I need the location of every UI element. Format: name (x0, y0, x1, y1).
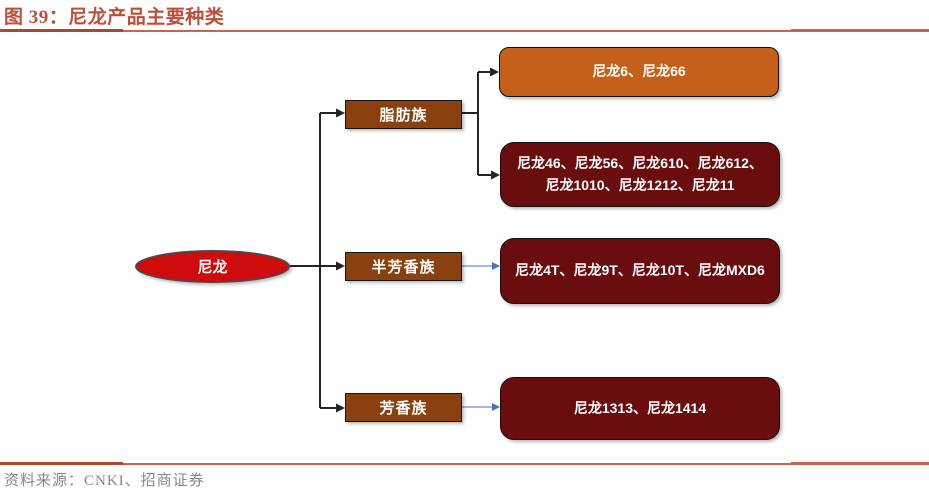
leaf-node-label: 尼龙46、尼龙56、尼龙610、尼龙612、尼龙1010、尼龙1212、尼龙11 (517, 154, 763, 193)
branch-node-label: 脂肪族 (379, 107, 428, 124)
header-rule-thin (123, 29, 791, 32)
footer-rule-thick-left (0, 462, 123, 465)
root-node-label: 尼龙 (197, 259, 228, 276)
connector-aliphatic-split (462, 67, 500, 180)
branch-node-label: 半芳香族 (371, 259, 436, 276)
branch-node-aromatic: 芳香族 (345, 393, 462, 422)
leaf-node-label: 尼龙4T、尼龙9T、尼龙10T、尼龙MXD6 (515, 262, 765, 279)
branch-node-label: 芳香族 (379, 400, 428, 417)
connector-aromatic-to-leaf (462, 403, 500, 411)
leaf-node-nylon6-66: 尼龙6、尼龙66 (499, 47, 779, 97)
leaf-node-label: 尼龙6、尼龙66 (592, 63, 686, 80)
header-rule-thick-left (0, 29, 123, 32)
leaf-node-aromatic-types: 尼龙1313、尼龙1414 (500, 377, 780, 440)
footer-rule-thick-right (791, 462, 929, 465)
root-node-nylon: 尼龙 (135, 250, 290, 283)
header-rule-thick-right (791, 29, 929, 32)
source-note: 资料来源：CNKI、招商证券 (4, 473, 205, 489)
branch-node-aliphatic: 脂肪族 (345, 100, 462, 129)
branch-node-semiaromatic: 半芳香族 (345, 252, 462, 281)
leaf-node-semiaromatic-types: 尼龙4T、尼龙9T、尼龙10T、尼龙MXD6 (500, 238, 780, 304)
leaf-node-label: 尼龙1313、尼龙1414 (573, 399, 707, 416)
figure-title: 图 39：尼龙产品主要种类 (4, 7, 225, 28)
connector-trunk-to-aromatic (320, 403, 345, 413)
leaf-node-aliphatic-others: 尼龙46、尼龙56、尼龙610、尼龙612、尼龙1010、尼龙1212、尼龙11 (500, 142, 780, 207)
connector-trunk-to-aliphatic (320, 108, 345, 118)
footer-rule-thin (123, 462, 791, 465)
connector-root-to-trunk (290, 261, 345, 271)
connector-semiaromatic-to-leaf (462, 262, 500, 270)
